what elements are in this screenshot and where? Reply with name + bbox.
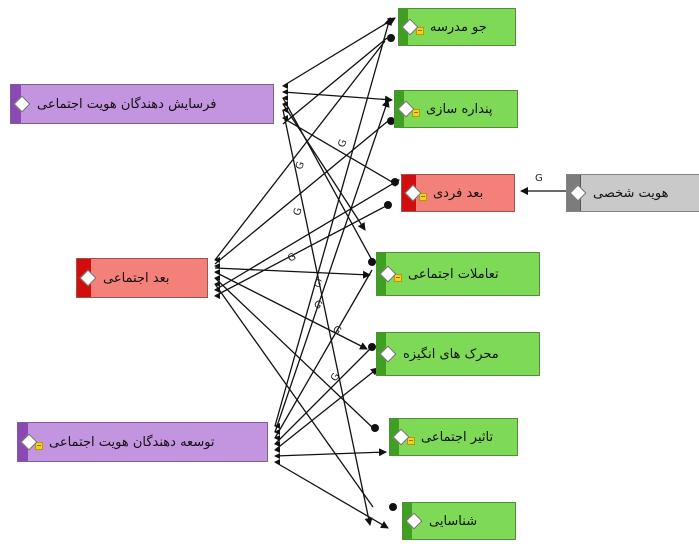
edge-label: G	[336, 138, 349, 149]
edge	[282, 97, 374, 263]
arrow-cluster	[214, 257, 220, 299]
arrow-cluster	[274, 423, 280, 465]
node-label: بعد فردی	[433, 185, 484, 201]
edge	[214, 271, 368, 350]
edge	[274, 99, 390, 433]
node-shenasayi[interactable]: شناسایی	[402, 502, 516, 540]
edge-endpoint	[371, 424, 379, 432]
node-label: محرک های انگیزه	[403, 346, 499, 362]
edge-label: G	[292, 207, 304, 217]
node-tamolat[interactable]: تعاملات اجتماعی	[376, 252, 540, 296]
note-icon	[394, 274, 402, 282]
edge	[214, 179, 400, 291]
edge-endpoint	[389, 503, 397, 511]
note-icon	[419, 193, 427, 201]
edge-endpoint	[384, 201, 392, 209]
node-label: تاثیر اجتماعی	[421, 429, 494, 445]
node-label: فرسایش دهندگان هویت اجتماعی	[37, 96, 217, 112]
node-label: شناسایی	[429, 513, 478, 529]
edge	[214, 267, 371, 279]
note-icon	[412, 109, 420, 117]
node-farsayesh[interactable]: فرسایش دهندگان هویت اجتماعی	[10, 84, 274, 124]
note-icon	[407, 437, 415, 445]
node-jo-madrese[interactable]: جو مدرسه	[398, 8, 516, 46]
edge	[274, 448, 387, 457]
edge-label: G	[311, 298, 324, 311]
node-label: پنداره سازی	[426, 101, 493, 117]
arrow-cluster	[282, 83, 288, 121]
edge	[282, 17, 396, 87]
edge-endpoint	[387, 117, 395, 125]
edge	[282, 109, 373, 526]
edge-label: G	[312, 277, 323, 290]
edge-endpoint	[368, 343, 376, 351]
node-label: توسعه دهندگان هویت اجتماعی	[49, 434, 215, 450]
node-pendare-sazi[interactable]: پنداره سازی	[394, 90, 518, 128]
edge-endpoint	[391, 178, 399, 186]
edge-label: G	[294, 160, 307, 170]
edge	[282, 117, 393, 183]
node-hoviat-shakhsi[interactable]: هویت شخصی	[566, 174, 699, 212]
edge-endpoint	[368, 258, 376, 266]
edge-endpoint	[387, 34, 395, 42]
edge	[214, 120, 389, 265]
node-label: هویت شخصی	[593, 185, 669, 201]
edge	[214, 283, 374, 508]
node-tose[interactable]: توسعه دهندگان هویت اجتماعی	[17, 422, 268, 462]
node-boad-ejtemai[interactable]: بعد اجتماعی	[76, 258, 208, 298]
edge	[282, 37, 388, 125]
node-moharek[interactable]: محرک های انگیزه	[376, 332, 540, 376]
edge	[274, 367, 379, 451]
node-label: جو مدرسه	[430, 19, 487, 35]
edge-label: G	[535, 173, 543, 184]
node-boad-fardi[interactable]: بعد فردی	[401, 174, 515, 212]
edge	[274, 269, 373, 439]
edge	[274, 461, 389, 529]
note-icon	[416, 27, 424, 35]
edge	[214, 40, 386, 261]
note-icon	[35, 442, 43, 450]
edge	[274, 346, 373, 445]
node-tasir[interactable]: تاثیر اجتماعی	[389, 418, 518, 456]
edge	[214, 204, 389, 297]
edge	[274, 17, 392, 427]
node-label: تعاملات اجتماعی	[408, 266, 499, 282]
edge	[214, 277, 374, 429]
node-label: بعد اجتماعی	[103, 270, 170, 286]
edge	[282, 91, 393, 104]
